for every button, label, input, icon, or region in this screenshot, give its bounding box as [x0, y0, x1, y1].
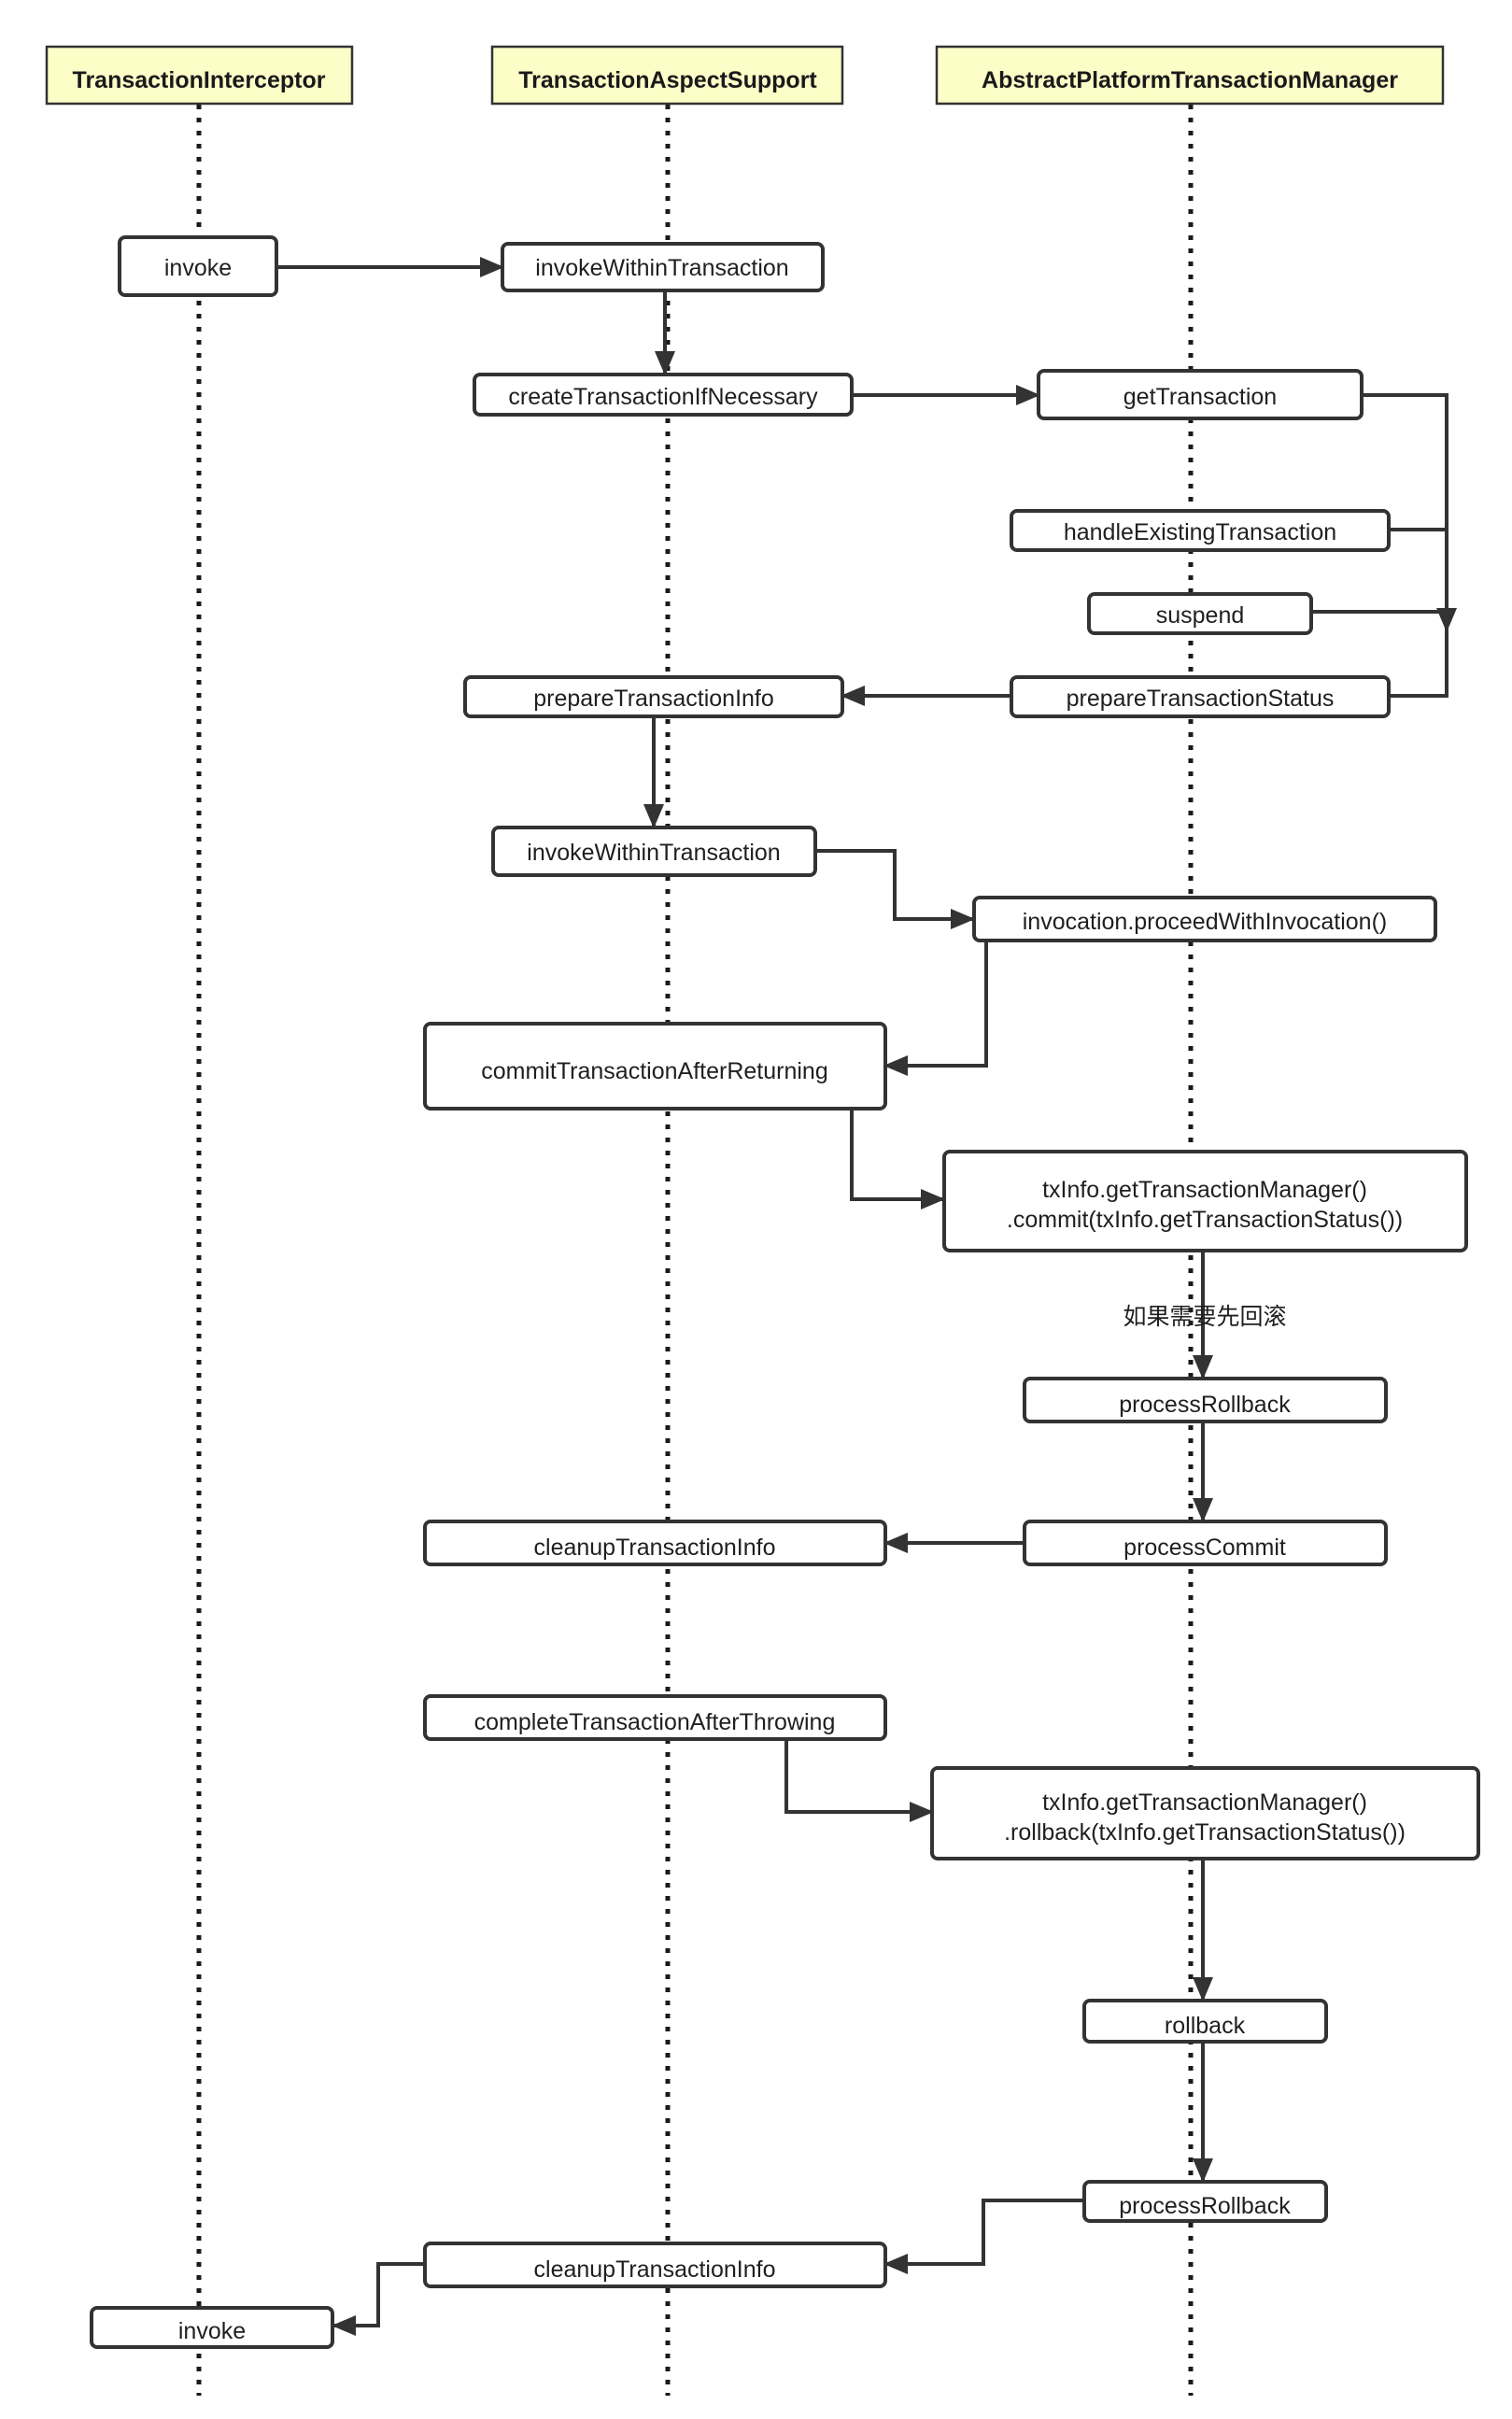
step-commit-call-line1: txInfo.getTransactionManager()	[1042, 1177, 1367, 1203]
step-process-commit-label: processCommit	[1123, 1535, 1286, 1561]
arrow-invoke-within-to-proceed	[815, 849, 975, 929]
step-suspend: suspend	[1087, 592, 1313, 635]
arrow-proceed-to-commit-after	[883, 941, 988, 1076]
step-complete-after-throwing-label: completeTransactionAfterThrowing	[474, 1709, 836, 1735]
step-suspend-label: suspend	[1156, 602, 1245, 629]
step-create-if-necessary: createTransactionIfNecessary	[473, 373, 854, 417]
step-invoke-within-1: invokeWithinTransaction	[501, 242, 825, 292]
step-proceed: invocation.proceedWithInvocation()	[972, 896, 1437, 942]
step-process-rollback-1-label: processRollback	[1119, 1392, 1291, 1418]
step-commit-after-returning-label: commitTransactionAfterReturning	[481, 1058, 827, 1084]
participant-manager-label: AbstractPlatformTransactionManager	[982, 67, 1398, 93]
step-rollback-call: txInfo.getTransactionManager() .rollback…	[930, 1766, 1480, 1860]
connectors	[277, 257, 1457, 2336]
step-rollback-call-line1: txInfo.getTransactionManager()	[1042, 1789, 1367, 1816]
participant-interceptor-label: TransactionInterceptor	[73, 67, 326, 93]
step-cleanup-1-label: cleanupTransactionInfo	[534, 1535, 776, 1561]
arrow-commit-after-to-commit	[850, 1110, 945, 1210]
step-commit-call-line2: .commit(txInfo.getTransactionStatus())	[1007, 1207, 1403, 1233]
participant-manager: AbstractPlatformTransactionManager	[935, 45, 1445, 106]
step-get-transaction-label: getTransaction	[1123, 384, 1277, 410]
step-cleanup-2-label: cleanupTransactionInfo	[534, 2256, 776, 2283]
step-process-rollback-1: processRollback	[1023, 1377, 1388, 1423]
step-rollback: rollback	[1082, 1999, 1328, 2044]
arrow-cleanup-to-invoke	[332, 2262, 425, 2336]
step-invoke-start-label: invoke	[164, 255, 232, 281]
step-get-transaction: getTransaction	[1037, 369, 1364, 420]
step-invoke-end-label: invoke	[178, 2318, 246, 2344]
step-handle-existing: handleExistingTransaction	[1010, 509, 1391, 552]
step-invoke-start: invoke	[118, 235, 278, 297]
step-proceed-label: invocation.proceedWithInvocation()	[1023, 909, 1387, 935]
step-invoke-end: invoke	[90, 2306, 334, 2349]
step-commit-call: txInfo.getTransactionManager() .commit(t…	[942, 1150, 1468, 1252]
step-prepare-status-label: prepareTransactionStatus	[1067, 686, 1335, 712]
step-invoke-within-2-label: invokeWithinTransaction	[527, 840, 780, 866]
step-invoke-within-2: invokeWithinTransaction	[491, 826, 817, 877]
step-commit-after-returning: commitTransactionAfterReturning	[423, 1022, 887, 1110]
step-process-commit: processCommit	[1023, 1520, 1388, 1566]
step-rollback-label: rollback	[1165, 2013, 1246, 2039]
step-prepare-status: prepareTransactionStatus	[1010, 675, 1391, 718]
step-prepare-info-label: prepareTransactionInfo	[533, 686, 774, 712]
step-handle-existing-label: handleExistingTransaction	[1064, 519, 1336, 545]
step-cleanup-2: cleanupTransactionInfo	[423, 2242, 887, 2288]
step-complete-after-throwing: completeTransactionAfterThrowing	[423, 1694, 887, 1741]
arrow-process-rollback-to-cleanup	[883, 2199, 1084, 2274]
participant-aspect-support: TransactionAspectSupport	[490, 45, 844, 106]
step-invoke-within-1-label: invokeWithinTransaction	[535, 255, 788, 281]
rollback-first-note: 如果需要先回滚	[1123, 1303, 1286, 1330]
step-process-rollback-2: processRollback	[1082, 2180, 1328, 2223]
arrow-throwing-to-rollback-call	[784, 1739, 934, 1822]
step-rollback-call-line2: .rollback(txInfo.getTransactionStatus())	[1004, 1819, 1406, 1846]
step-create-if-necessary-label: createTransactionIfNecessary	[508, 384, 818, 410]
step-prepare-info: prepareTransactionInfo	[463, 675, 844, 718]
participant-aspect-support-label: TransactionAspectSupport	[518, 67, 817, 93]
participant-interceptor: TransactionInterceptor	[45, 45, 354, 106]
step-cleanup-1: cleanupTransactionInfo	[423, 1520, 887, 1566]
step-process-rollback-2-label: processRollback	[1119, 2193, 1291, 2219]
connector-get-transaction-bracket	[1362, 393, 1448, 698]
